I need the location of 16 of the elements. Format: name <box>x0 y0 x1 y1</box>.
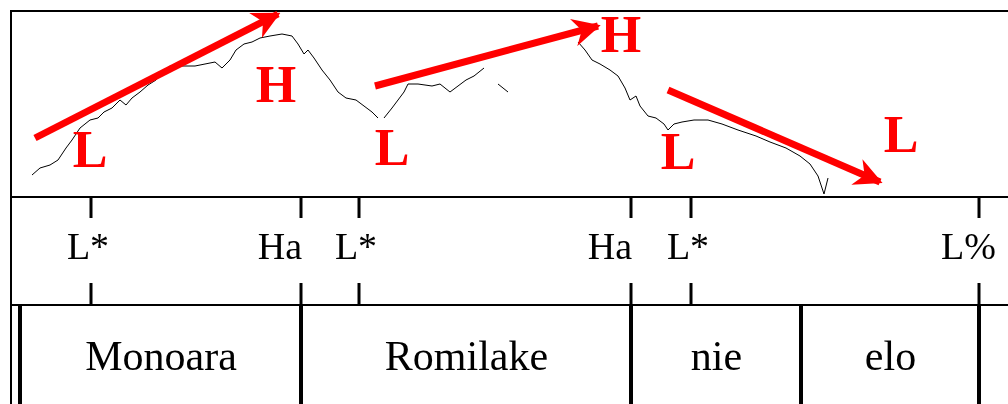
tone-label: L* <box>334 227 378 265</box>
tone-label: L% <box>941 227 996 265</box>
word-text: Romilake <box>384 335 549 377</box>
tone-letter: H <box>600 9 642 61</box>
tone-letter: L <box>660 126 696 178</box>
tone-label: Ha <box>587 227 632 265</box>
tone-letter: L <box>883 109 919 161</box>
tone-label: L* <box>66 227 110 265</box>
word-text: Monoara <box>85 335 237 377</box>
tone-letter: L <box>72 124 108 176</box>
tone-label: Ha <box>257 227 302 265</box>
tone-letter: L <box>374 122 410 174</box>
tone-label: L* <box>666 227 710 265</box>
tone-letter: H <box>255 59 297 111</box>
word-text: nie <box>690 335 743 377</box>
word-text: elo <box>864 335 917 377</box>
